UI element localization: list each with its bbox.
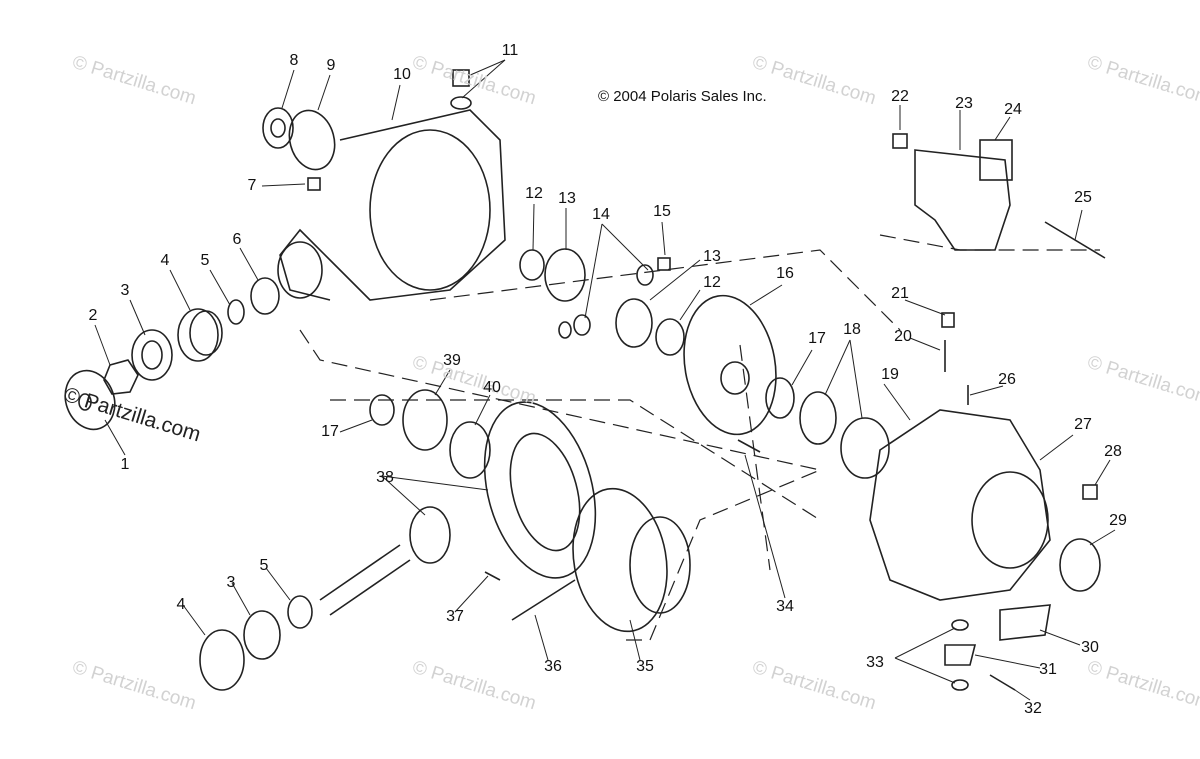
callout-5b[interactable]: 5 [259,557,269,574]
callout-35[interactable]: 35 [636,658,654,675]
callout-2[interactable]: 2 [88,307,98,324]
callout-24[interactable]: 24 [1004,101,1022,118]
part-bolt-34 [737,439,761,453]
part-gear-13a [544,248,586,302]
part-plate-16 [683,294,777,436]
part-race-39 [402,389,448,451]
callout-4b[interactable]: 4 [176,596,186,613]
callout-30[interactable]: 30 [1081,639,1099,656]
callout-11[interactable]: 11 [501,42,519,59]
assembly-lines [299,234,1100,641]
part-race-4b [199,629,245,691]
callout-28[interactable]: 28 [1104,443,1122,460]
callout-17[interactable]: 17 [808,330,826,347]
callout-29[interactable]: 29 [1109,512,1127,529]
part-ring-gear-38 [483,401,597,579]
callout-5[interactable]: 5 [200,252,210,269]
callout-23[interactable]: 23 [955,95,973,112]
copyright-notice: © 2004 Polaris Sales Inc. [598,88,767,105]
part-bearing-3b [243,610,281,660]
part-fork-30 [999,604,1051,641]
part-pinion-38 [319,506,451,616]
part-plug-11 [450,69,472,110]
callout-39[interactable]: 39 [443,352,461,369]
callout-21[interactable]: 21 [891,285,909,302]
callout-22[interactable]: 22 [891,88,909,105]
callout-3b[interactable]: 3 [226,574,236,591]
part-washer-15b [558,321,572,339]
part-nut-22 [892,133,908,149]
callout-34[interactable]: 34 [776,598,794,615]
part-carrier-35 [572,487,691,633]
part-shim-5b [287,595,313,629]
part-washer-12a [519,249,545,281]
part-case-19 [869,409,1051,601]
part-race-4 [177,308,223,362]
callout-6[interactable]: 6 [232,231,242,248]
callout-40[interactable]: 40 [483,379,501,396]
callout-8[interactable]: 8 [289,52,299,69]
callout-15[interactable]: 15 [653,203,671,220]
part-link-32 [989,674,1016,691]
callout-7[interactable]: 7 [247,177,257,194]
callout-33[interactable]: 33 [866,654,884,671]
part-washer-33b [951,679,969,691]
callout-26[interactable]: 26 [998,371,1016,388]
callout-27[interactable]: 27 [1074,416,1092,433]
callout-12b[interactable]: 12 [703,274,721,291]
part-housing-10 [277,109,506,301]
part-mount-24 [979,139,1013,181]
part-nut-2 [103,359,139,395]
part-race-18b [840,417,890,479]
callout-32[interactable]: 32 [1024,700,1042,717]
callout-3[interactable]: 3 [120,282,130,299]
callout-18[interactable]: 18 [843,321,861,338]
leader-lines [94,59,1116,701]
callout-13[interactable]: 13 [558,190,576,207]
callout-12[interactable]: 12 [525,185,543,202]
part-washer-12b [655,318,685,356]
callout-13b[interactable]: 13 [703,248,721,265]
callout-20[interactable]: 20 [894,328,912,345]
part-shim-17b [369,394,395,426]
part-shaft-36 [511,579,576,621]
part-actuator-31 [944,644,977,666]
callout-38[interactable]: 38 [376,469,394,486]
callout-4[interactable]: 4 [160,252,170,269]
part-bearing-18a [799,391,837,445]
callout-1[interactable]: 1 [120,456,130,473]
part-sleeve-6 [250,277,280,315]
part-shim-5 [227,299,245,325]
part-oring-9 [288,109,336,171]
part-washer-1 [64,369,116,431]
part-pin-37 [484,571,501,581]
callout-19[interactable]: 19 [881,366,899,383]
callout-37[interactable]: 37 [446,608,464,625]
part-washer-33a [951,619,969,631]
part-bolt-28 [1082,484,1098,500]
callout-36[interactable]: 36 [544,658,562,675]
part-gear-29 [1059,538,1101,592]
part-bracket-23 [914,149,1011,251]
callout-14[interactable]: 14 [592,206,610,223]
callout-31[interactable]: 31 [1039,661,1057,678]
part-seal-8 [262,107,294,149]
part-gear-13b [615,298,653,348]
callout-10[interactable]: 10 [393,66,411,83]
part-gear-14b [573,314,591,336]
callout-9[interactable]: 9 [326,57,336,74]
part-bearing-40 [449,421,491,479]
part-spring-21 [941,312,955,328]
callout-17b[interactable]: 17 [321,423,339,440]
part-pin-15 [657,257,671,271]
callout-25[interactable]: 25 [1074,189,1092,206]
part-shim-17 [765,377,795,419]
part-bearing-3 [131,329,173,381]
part-bolt-7 [307,177,321,191]
part-gear-14a [636,264,654,286]
callout-16[interactable]: 16 [776,265,794,282]
